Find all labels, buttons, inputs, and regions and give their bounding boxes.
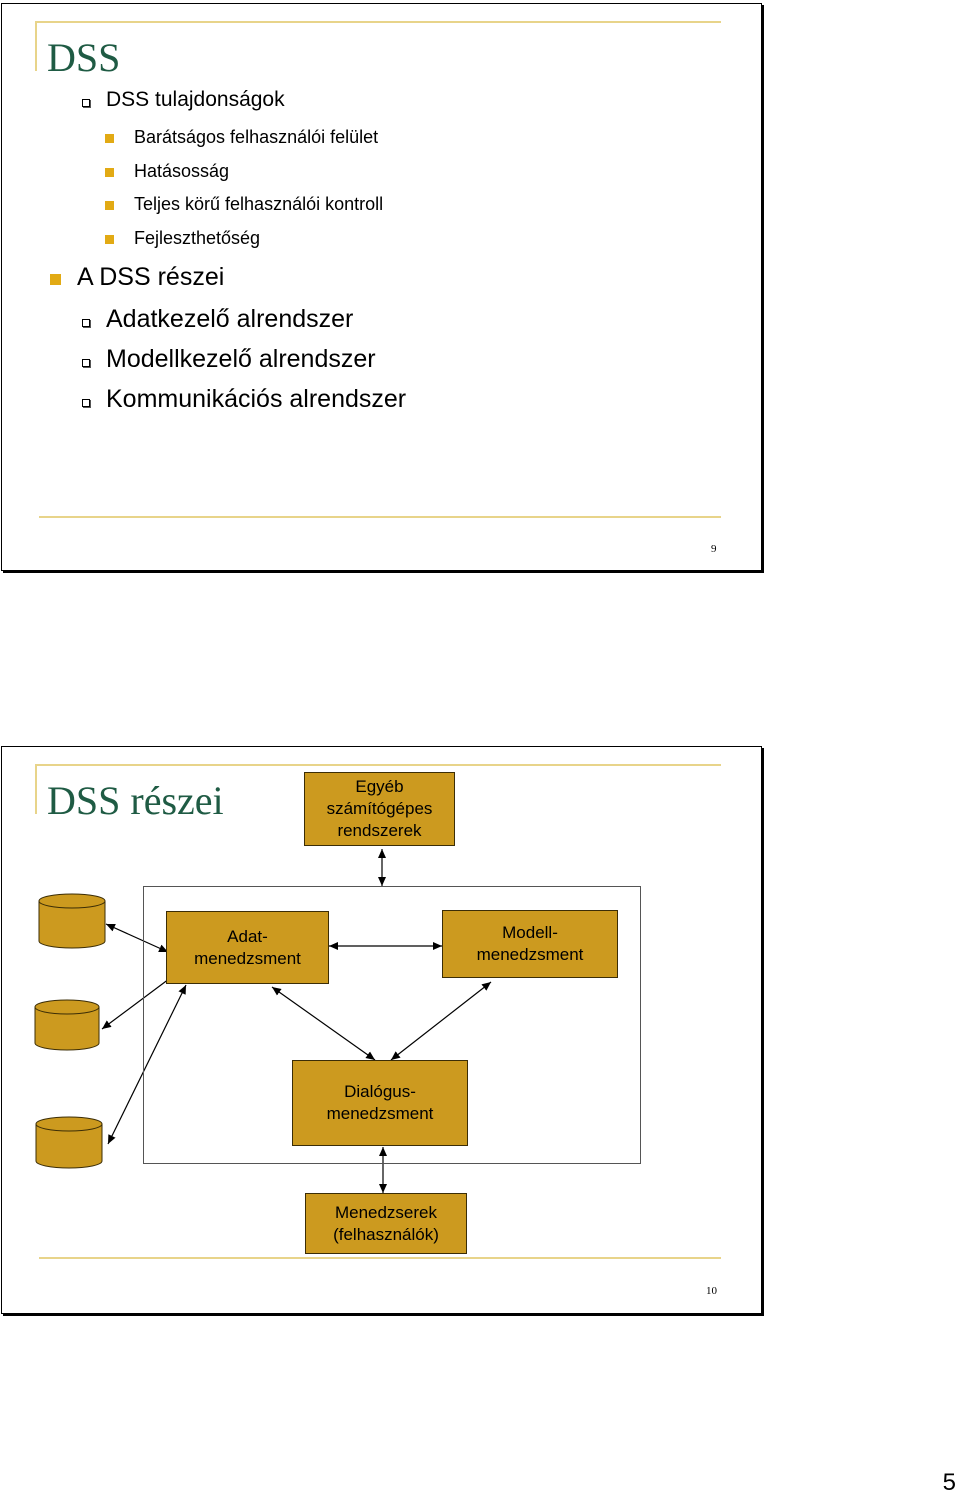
bullet-text: Modellkezelő alrendszer	[106, 345, 376, 373]
diagram-connectors	[34, 849, 492, 1193]
arrow-model-dialog	[390, 981, 492, 1061]
title-rule-tick	[35, 21, 37, 71]
filled-square-bullet-icon	[105, 201, 114, 210]
footer-rule	[39, 516, 721, 518]
filled-square-bullet-icon	[50, 274, 61, 285]
box-data-management: Adat- menedzsment	[166, 911, 329, 984]
slide-page-number: 9	[711, 543, 717, 555]
bullet-dss-parts: A DSS részei	[50, 263, 225, 291]
hollow-square-bullet-icon	[82, 319, 90, 327]
hollow-square-bullet-icon	[82, 399, 90, 407]
title-rule	[35, 764, 721, 766]
filled-square-bullet-icon	[105, 235, 114, 244]
bullet-text: Hatásosság	[134, 161, 230, 181]
bullet-text: Adatkezelő alrendszer	[106, 305, 354, 333]
bullet-friendly-ui: Barátságos felhasználói felület	[105, 127, 379, 147]
slide-9: DSS DSS tulajdonságok Barátságos felhasz…	[1, 3, 762, 571]
bullet-dss-properties: DSS tulajdonságok	[82, 88, 285, 111]
slide-title: DSS	[47, 35, 121, 80]
bullet-model-subsystem: Modellkezelő alrendszer	[82, 345, 376, 373]
box-model-management: Modell- menedzsment	[442, 910, 618, 978]
box-other-systems: Egyéb számítógépes rendszerek	[304, 772, 455, 846]
database-icon-1	[38, 893, 106, 949]
bullet-data-subsystem: Adatkezelő alrendszer	[82, 305, 354, 333]
bullet-effectiveness: Hatásosság	[105, 161, 230, 181]
bullet-user-control: Teljes körű felhasználói kontroll	[105, 194, 384, 214]
bullet-extensibility: Fejleszthetőség	[105, 228, 261, 248]
bullet-text: A DSS részei	[77, 263, 225, 291]
footer-rule	[39, 1257, 721, 1259]
title-rule	[35, 21, 721, 23]
slide-page-number: 10	[706, 1285, 717, 1297]
document-page-number: 5	[942, 1469, 956, 1496]
slide-title: DSS részei	[47, 778, 224, 823]
box-managers-users: Menedzserek (felhasználók)	[305, 1193, 467, 1254]
bullet-text: Fejleszthetőség	[134, 228, 261, 248]
bullet-text: Barátságos felhasználói felület	[134, 127, 379, 147]
dss-boundary-frame	[143, 886, 641, 1164]
arrow-db1-data	[105, 923, 169, 953]
bullet-comm-subsystem: Kommunikációs alrendszer	[82, 385, 407, 413]
filled-square-bullet-icon	[105, 134, 114, 143]
hollow-square-bullet-icon	[82, 359, 90, 367]
bullet-text: Kommunikációs alrendszer	[106, 385, 407, 413]
slide-10: DSS részei	[1, 746, 762, 1314]
hollow-square-bullet-icon	[82, 99, 90, 107]
arrow-db3-data	[107, 984, 187, 1145]
database-icon-3	[35, 1116, 103, 1169]
bullet-text: Teljes körű felhasználói kontroll	[134, 194, 384, 214]
title-rule-tick	[35, 764, 37, 814]
database-icon-2	[34, 999, 100, 1051]
filled-square-bullet-icon	[105, 168, 114, 177]
bullet-text: DSS tulajdonságok	[106, 88, 285, 111]
arrow-data-dialog	[271, 986, 376, 1061]
box-dialog-management: Dialógus- menedzsment	[292, 1060, 468, 1146]
